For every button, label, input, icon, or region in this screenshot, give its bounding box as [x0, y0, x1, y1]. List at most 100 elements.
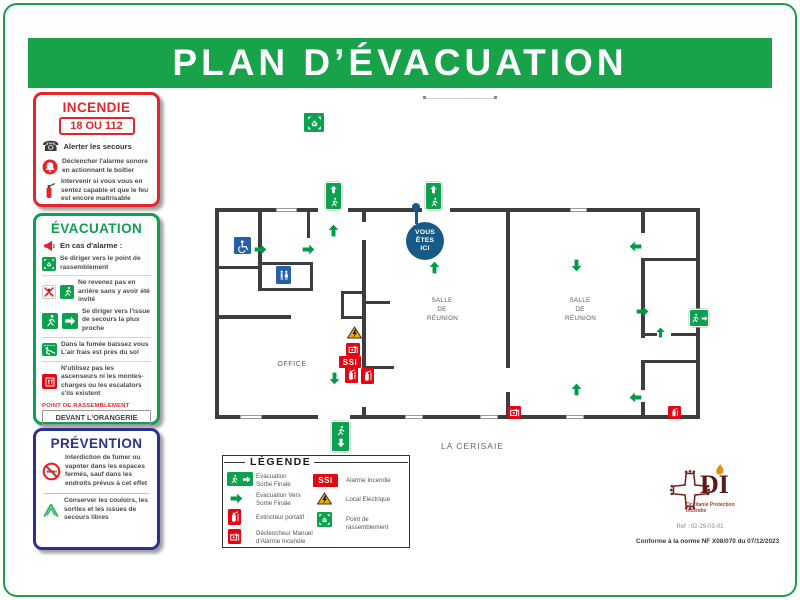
megaphone-icon: [42, 239, 56, 252]
incendie-item-alert-label: Alerter les secours: [63, 141, 132, 151]
evac-arrow-up-icon: [428, 261, 441, 274]
manual-call-point-icon: [508, 406, 521, 419]
clear-corridor-icon: [42, 502, 60, 519]
panel-prevention: PRÉVENTION Interdiction de fumer ou vapo…: [33, 428, 160, 550]
logo-company-name: Occitanie Protection Incendie: [686, 502, 735, 515]
wall-segment: [366, 366, 394, 369]
incendie-item-alarm-label: Déclencher l'alarme sonore en actionnant…: [62, 158, 148, 174]
no-smoking-icon: [42, 462, 61, 481]
evacuation-item-elevator-label: N'utilisez pas les ascenseurs ni les mon…: [61, 364, 144, 398]
door-opening: [570, 208, 587, 212]
evacuation-title: ÉVACUATION: [50, 221, 143, 236]
path-end-mark: [494, 96, 497, 99]
incendie-item-intervene-label: Intervenir si vous vous en sentez capabl…: [61, 178, 149, 203]
wall-segment: [307, 212, 310, 238]
wall-segment: [215, 208, 219, 419]
you-are-here-pin-stem: [415, 208, 418, 224]
legend-title-rule: [224, 462, 245, 463]
legend-label: Déclencheur Manuel d'Alarme Incendie: [256, 530, 313, 546]
phone-icon: ☎: [42, 138, 60, 154]
legend-ssi-icon: SSI: [313, 474, 338, 487]
legend-label: Evacuation Vers Sortie Finale: [256, 492, 301, 508]
wall-segment: [506, 392, 510, 417]
assembly-point-icon: [304, 113, 324, 132]
wall-segment: [366, 301, 390, 304]
evac-arrow-down-icon: [570, 259, 583, 272]
door-opening: [480, 415, 498, 419]
assembly-point-value: DEVANT L'ORANGERIE: [42, 409, 151, 425]
evac-arrow-up-icon: [655, 327, 666, 338]
exit-sign-down-icon: [332, 422, 349, 451]
exit-sign-up-icon: [326, 183, 341, 209]
wheelchair-access-icon: [234, 237, 251, 254]
extinguisher-sign-icon: [361, 368, 374, 384]
wall-segment: [215, 315, 291, 319]
legend-label: Alarme Incendie: [346, 477, 391, 484]
prevention-item-smoking: Interdiction de fumer ou vapoter dans le…: [42, 454, 151, 488]
evacuation-item-alarm-label: En cas d'alarme :: [60, 240, 123, 250]
wall-segment: [215, 266, 261, 269]
room-label-meeting1: SALLE DE RÉUNION: [427, 297, 459, 323]
ssi-alarm-icon: SSI: [339, 356, 361, 368]
wall-segment: [641, 258, 698, 261]
you-are-here-marker: VOUS ÊTES ICI: [406, 222, 444, 260]
legend-label: Point de rassemblement: [346, 516, 389, 532]
wall-segment: [362, 407, 366, 417]
incendie-title: INCENDIE: [62, 100, 131, 115]
wall-segment: [350, 415, 700, 419]
wall-segment: [258, 262, 313, 265]
panel-incendie: INCENDIE 18 OU 112 ☎ Alerter les secours…: [33, 92, 160, 207]
logo-di-letters: DI: [700, 470, 729, 499]
legend-electric-warning-icon: [317, 492, 332, 505]
evac-arrow-down-icon: [328, 372, 341, 385]
evacuation-item-nearest-exit: Se diriger vers l'issue de secours la pl…: [42, 308, 151, 334]
legend-assembly-point-icon: [317, 512, 332, 527]
evac-arrow-right-icon: [302, 243, 315, 256]
evacuation-item-smoke-label: Dans la fumée baissez vous L'air frais e…: [61, 340, 149, 357]
legend-label: Evacuation Sortie Finale: [256, 473, 291, 489]
legend-exit-final-icon: [227, 472, 253, 486]
title-banner: PLAN D’ÉVACUATION: [28, 38, 772, 88]
incendie-item-intervene: Intervenir si vous vous en sentez capabl…: [42, 178, 151, 204]
evac-arrow-left-icon: [629, 391, 642, 404]
door-opening: [240, 415, 262, 419]
wall-segment: [641, 363, 645, 390]
legend-box: [222, 455, 410, 548]
wall-segment: [641, 402, 645, 417]
legend-label: Extincteur portatif: [256, 514, 305, 521]
door-opening: [566, 415, 584, 419]
electric-warning-icon: [347, 326, 362, 339]
evac-arrow-up-icon: [327, 224, 340, 237]
no-return-icon: [42, 284, 56, 299]
evacuation-item-elevator: N'utilisez pas les ascenseurs ni les mon…: [42, 360, 151, 399]
you-are-here-label: VOUS ÊTES ICI: [414, 228, 436, 253]
exit-sign-up-icon: [426, 183, 441, 209]
plan-reference: Ref : 02-25-03-01: [676, 524, 724, 530]
incendie-item-alert: ☎ Alerter les secours: [42, 138, 151, 155]
wall-segment: [506, 212, 510, 368]
wall-segment: [362, 212, 366, 222]
door-opening: [405, 415, 423, 419]
prevention-item-corridors-label: Conserver les couloirs, les sorties et l…: [64, 497, 148, 522]
wall-segment: [362, 240, 366, 383]
prevention-title: PRÉVENTION: [50, 436, 143, 451]
incendie-item-alarm: Déclencher l'alarme sonore en actionnant…: [42, 158, 151, 175]
wall-segment: [641, 258, 645, 338]
manual-call-point-icon: [346, 343, 360, 356]
evacuation-item-noreturn: Ne revenez pas en arrière sans y avoir é…: [42, 275, 151, 305]
building-name-label: LA CERISAIE: [441, 441, 504, 451]
crouch-low-icon: [42, 342, 57, 356]
room-label-office: OFFICE: [277, 361, 307, 368]
wall-segment: [641, 360, 698, 363]
wall-segment: [348, 208, 422, 212]
assembly-point-label: POINT DE RASSEMBLEMENT: [42, 402, 130, 409]
evacuation-item-assembly: Se diriger vers le point de rassemblemen…: [42, 255, 151, 272]
company-logo: [668, 468, 712, 512]
legend-extinguisher-icon: [228, 509, 241, 525]
wall-segment: [645, 333, 657, 336]
panel-evacuation: ÉVACUATION En cas d'alarme : Se diriger …: [33, 213, 160, 450]
evac-arrow-up-icon: [570, 383, 583, 396]
legend-title: LÉGENDE: [247, 456, 315, 468]
door-opening: [276, 208, 297, 212]
prevention-item-smoking-label: Interdiction de fumer ou vapoter dans le…: [65, 454, 148, 487]
